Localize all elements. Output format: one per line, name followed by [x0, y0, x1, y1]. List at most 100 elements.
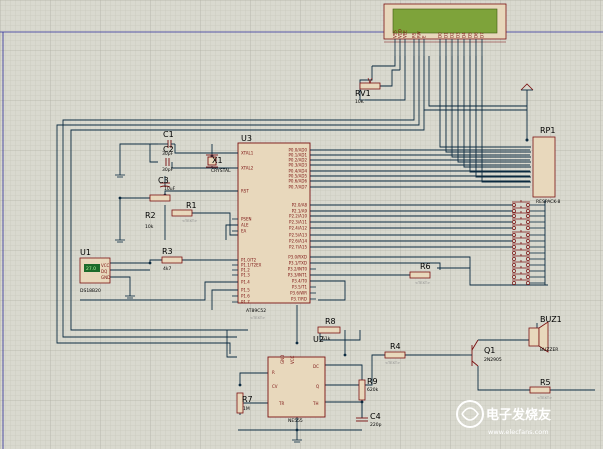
u3-pin-p1-4: P1.4	[241, 280, 250, 285]
u3-pin-p3-3-int1: P3.3/INT1	[288, 273, 308, 278]
resistor-r8[interactable]: R8 51k	[317, 317, 341, 342]
mcu-u3[interactable]: U3 AT89C52 <TEXT>	[237, 134, 311, 320]
resistor-r9[interactable]: R9 620k	[358, 377, 379, 401]
r1-value: <TEXT>	[182, 219, 197, 223]
capacitor-c3[interactable]	[159, 182, 171, 188]
lcd-pin-vee: VEE	[402, 30, 407, 38]
push-button[interactable]	[512, 248, 545, 255]
push-button[interactable]	[512, 217, 545, 224]
u3-pin-p2-6-a14: P2.6/A14	[289, 239, 307, 244]
u3-pin-xtal2: XTAL2	[241, 166, 254, 171]
push-button[interactable]	[512, 223, 545, 230]
watermark-cn: 电子发烧友	[486, 407, 551, 423]
r9-label: R9	[367, 377, 378, 386]
u2-pin-r: R	[272, 370, 275, 375]
q1-part: 2N2905	[484, 357, 502, 363]
push-button[interactable]	[512, 254, 545, 261]
resistor-r7[interactable]: R7 1M	[236, 392, 253, 414]
lcd-pin-d0: D0	[437, 32, 442, 38]
push-button[interactable]	[512, 242, 545, 249]
lcd-pin-d6: D6	[473, 32, 478, 38]
transistor-q1[interactable]	[460, 339, 479, 367]
resistor-r1[interactable]: R1 <TEXT>	[171, 201, 197, 223]
lcd-pin-e: E	[421, 35, 426, 38]
lcd-pin-d5: D5	[467, 32, 472, 38]
potentiometer-rv1[interactable]: RV1 10K	[355, 77, 381, 105]
u2-pin-gnd: GND	[280, 355, 285, 364]
r3-label: R3	[162, 247, 173, 256]
sensor-u1[interactable]: 27.0 U1 DS18B20 VCC DQ GND	[79, 248, 111, 294]
wire-net	[56, 56, 595, 440]
resistor-r2[interactable]: R2 10k	[145, 194, 171, 230]
push-button[interactable]	[512, 272, 545, 279]
u1-readout	[84, 264, 100, 272]
u3-pin-p0-1-ad1: P0.1/AD1	[289, 153, 308, 158]
x1-label: X1	[212, 156, 223, 165]
resistor-pack-rp1[interactable]: RP1 RESPACK-8	[532, 126, 560, 205]
u3-pin-p0-4-ad4: P0.4/AD4	[289, 169, 308, 174]
capacitor-c2[interactable]	[165, 158, 170, 166]
u3-pin-p0-3-ad3: P0.3/AD3	[289, 163, 308, 168]
u2-pin-q: Q	[316, 384, 319, 389]
u3-part: AT89C52	[246, 308, 266, 314]
push-button[interactable]	[512, 266, 545, 273]
u3-pin-ale: ALE	[241, 223, 249, 228]
u2-pin-dc: DC	[313, 364, 319, 369]
r5-value: <TEXT>	[537, 396, 552, 400]
push-button[interactable]	[512, 211, 545, 218]
crystal-x1[interactable]	[206, 154, 218, 168]
c3-label: C3	[158, 176, 169, 185]
u3-left-pins: XTAL1XTAL2RSTPSENALEEAP1.0/T2P1.1/T2EXP1…	[232, 151, 262, 305]
u3-pin-p2-7-a15: P2.7/A15	[289, 245, 307, 250]
capacitor-c1[interactable]	[158, 140, 175, 148]
lcd-pin-rs: RS	[411, 32, 416, 38]
u3-pin-p3-1-txd: P3.1/TXD	[289, 261, 307, 266]
r5-label: R5	[540, 378, 551, 387]
watermark: 电子发烧友 www.elecfans.com	[456, 400, 551, 436]
push-button[interactable]	[512, 236, 545, 243]
timer-u2[interactable]: U2 NE555 GND VCC R CV DC Q TR TH	[267, 335, 326, 424]
c1-label: C1	[163, 130, 174, 139]
push-button[interactable]	[512, 206, 545, 213]
c2-label: C2	[163, 145, 174, 154]
r4-value: <TEXT>	[385, 361, 400, 365]
u3-pin-p3-7-rd: P3.7/RD	[291, 297, 307, 302]
resistor-r6[interactable]: R6 <TEXT>	[409, 262, 431, 285]
u3-pin-p3-5-t1: P3.5/T1	[292, 285, 308, 290]
r6-value: <TEXT>	[415, 281, 430, 285]
u1-display: 27.0	[86, 266, 96, 272]
u3-pin-p1-2: P1.2	[241, 268, 250, 273]
r2-value: 10k	[145, 224, 154, 230]
resistor-r5[interactable]: R5 <TEXT>	[529, 378, 552, 400]
r1-label: R1	[186, 201, 197, 210]
push-button[interactable]	[512, 200, 545, 207]
buzzer-buz1[interactable]: BUZ1 BUZZER	[528, 315, 562, 353]
resistor-r3[interactable]: R3 4k7	[161, 247, 183, 272]
capacitor-c4[interactable]	[356, 417, 368, 422]
u2-part: NE555	[288, 418, 303, 424]
resistor-r4[interactable]: R4 <TEXT>	[384, 342, 406, 365]
lcd-pin-d3: D3	[455, 32, 460, 38]
r7-label: R7	[242, 395, 253, 404]
r4-label: R4	[390, 342, 401, 351]
rp1-arrow	[520, 83, 534, 91]
u1-pin-gnd: GND	[101, 275, 110, 280]
u1-label: U1	[80, 248, 91, 257]
u3-pin-p3-0-rxd: P3.0/RXD	[288, 255, 307, 260]
ground-symbols	[115, 99, 370, 443]
u3-pin-p3-2-int0: P3.2/INT0	[288, 267, 308, 272]
u1-pin-dq: DQ	[101, 269, 107, 274]
watermark-url: www.elecfans.com	[488, 428, 549, 436]
u3-pin-p1-1-t2ex: P1.1/T2EX	[241, 263, 262, 268]
push-button[interactable]	[512, 260, 545, 267]
rp1-part: RESPACK-8	[536, 199, 560, 205]
push-button[interactable]	[512, 230, 545, 237]
u3-pin-p1-5: P1.5	[241, 288, 250, 293]
rp1-label: RP1	[540, 126, 555, 135]
u3-pin-p1-3: P1.3	[241, 273, 250, 278]
q1-label: Q1	[484, 346, 495, 355]
push-button[interactable]	[512, 278, 545, 285]
u3-pin-p3-4-t0: P3.4/T0	[292, 279, 308, 284]
